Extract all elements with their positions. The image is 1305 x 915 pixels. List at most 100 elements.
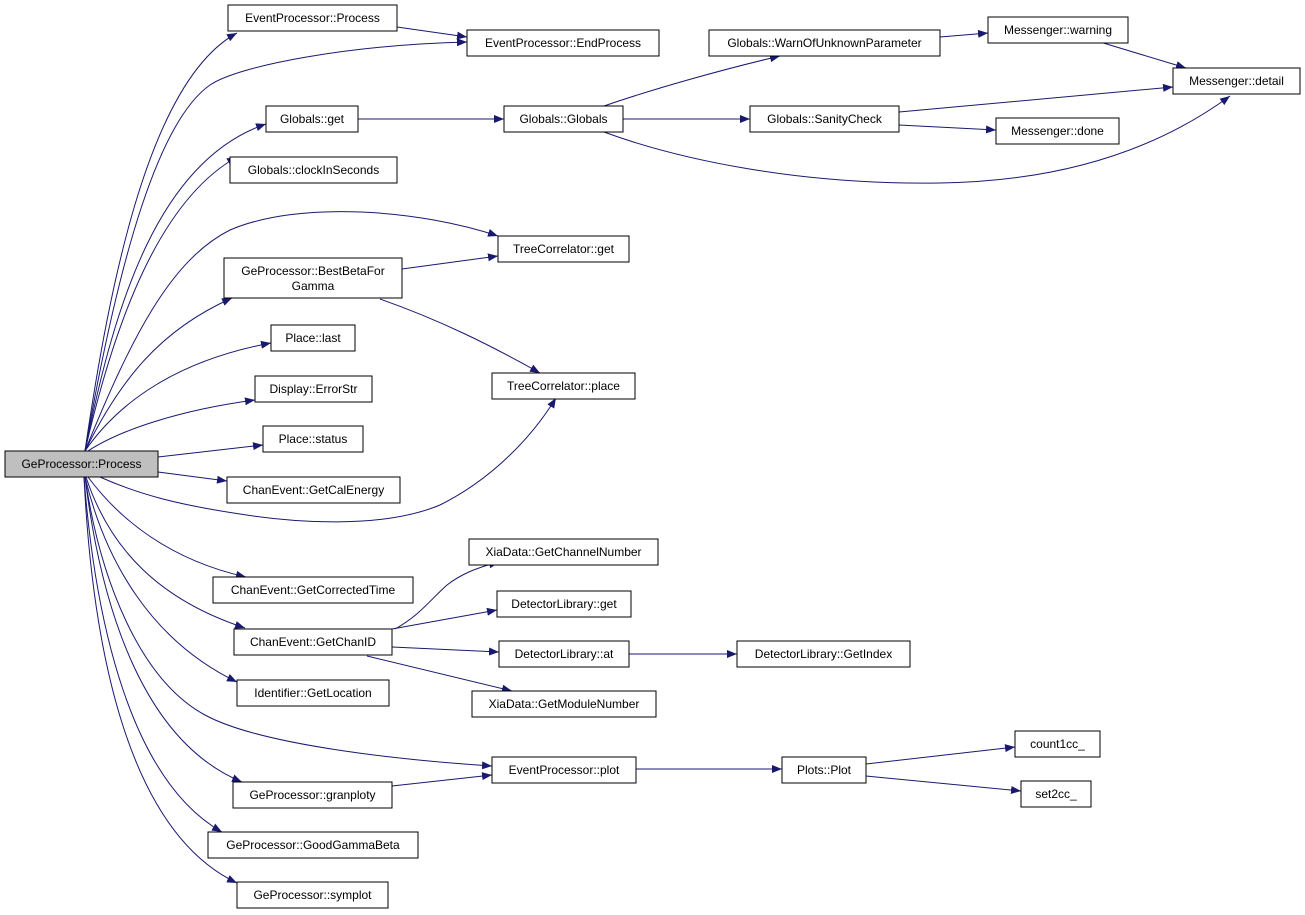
node-eventprocessor-process[interactable]: EventProcessor::Process <box>227 4 398 32</box>
edge-sanitycheck-to-messenger-detail <box>898 83 1174 113</box>
node-xiadata-getchannelnumber[interactable]: XiaData::GetChannelNumber <box>468 538 659 566</box>
node-label: Display::ErrorStr <box>269 382 357 396</box>
node-chanevent-getcorrectedtime[interactable]: ChanEvent::GetCorrectedTime <box>212 576 414 604</box>
node-label: ChanEvent::GetCorrectedTime <box>231 583 396 597</box>
node-label: Messenger::done <box>1011 124 1104 138</box>
edge-getchanid-to-xiadata-getchannelnumber <box>394 560 500 630</box>
node-treecorrelator-get[interactable]: TreeCorrelator::get <box>497 235 630 263</box>
node-label: DetectorLibrary::get <box>511 597 617 611</box>
edge-root-to-display-errorstr <box>87 397 256 452</box>
node-globals-globals[interactable]: Globals::Globals <box>503 105 624 133</box>
node-label: EventProcessor::plot <box>509 763 620 777</box>
node-label-line2: Gamma <box>292 279 335 293</box>
node-label: GeProcessor::symplot <box>253 888 372 902</box>
edge-root-to-treecorrelator-place <box>99 397 557 523</box>
edge-root-to-geprocessor-symplot <box>83 476 238 884</box>
edge-root-to-chanevent-getchanid <box>85 476 246 629</box>
edge-root-to-chanevent-getcalenergy <box>157 471 228 484</box>
edge-root-to-chanevent-getcorrectedtime <box>87 476 247 579</box>
node-plots-plot[interactable]: Plots::Plot <box>781 756 867 784</box>
node-messenger-warning[interactable]: Messenger::warning <box>987 16 1129 44</box>
nodes: GeProcessor::Process EventProcessor::Pro… <box>4 4 1301 909</box>
edge-messenger-warning-to-messenger-detail <box>1099 41 1187 69</box>
node-label: Place::last <box>285 331 341 345</box>
node-detectorlibrary-getindex[interactable]: DetectorLibrary::GetIndex <box>736 640 911 668</box>
node-identifier-getlocation[interactable]: Identifier::GetLocation <box>236 679 390 707</box>
node-label: ChanEvent::GetCalEnergy <box>243 483 384 497</box>
node-chanevent-getcalenergy[interactable]: ChanEvent::GetCalEnergy <box>226 476 401 504</box>
node-treecorrelator-place[interactable]: TreeCorrelator::place <box>491 372 636 400</box>
edge-plots-plot-to-count1cc <box>865 744 1016 765</box>
node-label: GeProcessor::granploty <box>249 788 375 802</box>
node-label-line1: GeProcessor::BestBetaFor <box>241 264 384 278</box>
edge-root-to-globals-clockinseconds <box>84 156 238 452</box>
node-label: TreeCorrelator::place <box>507 379 620 393</box>
node-label: XiaData::GetChannelNumber <box>485 545 641 559</box>
edge-globals-globals-to-warnofunknownparameter <box>603 54 781 107</box>
node-label: Messenger::detail <box>1189 74 1284 88</box>
edge-getchanid-to-detectorlibrary-get <box>391 607 498 630</box>
node-place-status[interactable]: Place::status <box>262 425 364 453</box>
node-label: GeProcessor::GoodGammaBeta <box>226 838 400 852</box>
edge-warnofunknownparameter-to-messenger-warning <box>939 29 989 38</box>
edge-root-to-geprocessor-bestbetaforgamma <box>84 297 233 452</box>
node-label: GeProcessor::Process <box>21 457 141 471</box>
node-label: DetectorLibrary::GetIndex <box>755 647 892 661</box>
node-geprocessor-granploty[interactable]: GeProcessor::granploty <box>232 781 393 809</box>
node-label: Place::status <box>279 432 348 446</box>
node-chanevent-getchanid[interactable]: ChanEvent::GetChanID <box>233 628 393 656</box>
node-label: set2cc_ <box>1035 787 1077 801</box>
edge-root-to-eventprocessor-endprocess <box>84 38 468 452</box>
node-detectorlibrary-at[interactable]: DetectorLibrary::at <box>498 640 630 668</box>
node-xiadata-getmodulenumber[interactable]: XiaData::GetModuleNumber <box>471 690 657 718</box>
node-globals-get[interactable]: Globals::get <box>265 105 359 133</box>
edge-root-to-eventprocessor-process <box>84 32 238 452</box>
node-display-errorstr[interactable]: Display::ErrorStr <box>254 375 373 403</box>
node-geprocessor-goodgammabeta[interactable]: GeProcessor::GoodGammaBeta <box>207 831 419 859</box>
node-label: Messenger::warning <box>1004 23 1112 37</box>
node-label: Identifier::GetLocation <box>254 686 371 700</box>
edge-bestbetaforgamma-to-treecorrelator-get <box>401 253 499 270</box>
edge-granploty-to-eventprocessor-plot <box>391 772 493 787</box>
node-geprocessor-process[interactable]: GeProcessor::Process <box>4 450 159 478</box>
edge-root-to-geprocessor-granploty <box>84 476 243 783</box>
edge-root-to-treecorrelator-get <box>84 211 499 452</box>
node-place-last[interactable]: Place::last <box>270 324 356 352</box>
edge-root-to-eventprocessor-plot <box>84 476 493 770</box>
edges <box>83 26 1231 884</box>
node-messenger-detail[interactable]: Messenger::detail <box>1172 67 1301 95</box>
node-label: ChanEvent::GetChanID <box>250 635 376 649</box>
node-label: EventProcessor::Process <box>245 11 380 25</box>
node-geprocessor-symplot[interactable]: GeProcessor::symplot <box>236 881 389 909</box>
node-label: EventProcessor::EndProcess <box>485 36 641 50</box>
node-geprocessor-bestbetaforgamma[interactable]: GeProcessor::BestBetaFor Gamma <box>223 257 403 299</box>
node-label: TreeCorrelator::get <box>513 242 615 256</box>
node-count1cc[interactable]: count1cc_ <box>1014 730 1101 758</box>
node-detectorlibrary-get[interactable]: DetectorLibrary::get <box>496 590 632 618</box>
node-globals-clockinseconds[interactable]: Globals::clockInSeconds <box>229 156 398 184</box>
edge-getchanid-to-detectorlibrary-at <box>391 646 500 656</box>
node-label: Globals::WarnOfUnknownParameter <box>727 36 921 50</box>
node-label: Globals::clockInSeconds <box>248 163 379 177</box>
node-globals-warnofunknownparameter[interactable]: Globals::WarnOfUnknownParameter <box>708 29 941 57</box>
node-globals-sanitycheck[interactable]: Globals::SanityCheck <box>749 105 900 133</box>
node-set2cc[interactable]: set2cc_ <box>1020 780 1092 808</box>
node-eventprocessor-plot[interactable]: EventProcessor::plot <box>491 756 637 784</box>
node-label: Globals::Globals <box>519 112 607 126</box>
edge-globals-globals-to-messenger-detail <box>603 95 1231 184</box>
node-label: Plots::Plot <box>797 763 852 777</box>
node-messenger-done[interactable]: Messenger::done <box>995 117 1120 145</box>
edge-eventprocessor-process-to-endprocess <box>396 26 468 40</box>
node-label: Globals::get <box>280 112 345 126</box>
edge-bestbetaforgamma-to-treecorrelator-place <box>379 298 541 374</box>
node-label: count1cc_ <box>1030 737 1085 751</box>
edge-sanitycheck-to-messenger-done <box>898 124 997 134</box>
edge-root-to-globals-get <box>84 123 267 452</box>
edge-plots-plot-to-set2cc <box>865 775 1022 795</box>
node-label: XiaData::GetModuleNumber <box>489 697 640 711</box>
edge-getchanid-to-xiadata-getmodulenumber <box>366 655 513 693</box>
edge-root-to-place-status <box>157 442 264 458</box>
edge-root-to-geprocessor-goodgammabeta <box>83 476 223 833</box>
node-eventprocessor-endprocess[interactable]: EventProcessor::EndProcess <box>466 29 660 57</box>
